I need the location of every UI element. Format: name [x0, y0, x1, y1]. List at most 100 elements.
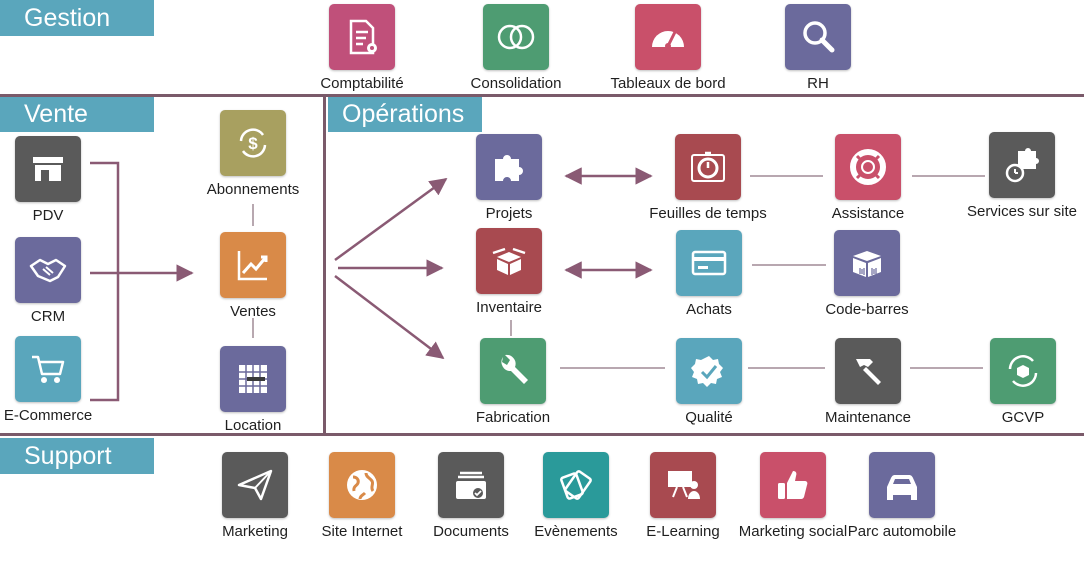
app-location[interactable]: Location: [178, 346, 328, 434]
app-label: Site Internet: [321, 523, 403, 540]
magnifier-icon: [803, 21, 835, 53]
lifebuoy-icon: [850, 149, 886, 185]
app-tile: [785, 4, 851, 70]
app-fabrication[interactable]: Fabrication: [438, 338, 588, 426]
arrow-ventes-fabrication: [334, 275, 445, 360]
paper-plane-icon: [237, 469, 273, 501]
app-label: Qualité: [685, 409, 733, 426]
hammer-icon: [856, 359, 881, 385]
overlapping-circles-icon: [497, 24, 535, 50]
app-label: Tableaux de bord: [610, 75, 726, 92]
app-tile: [15, 136, 81, 202]
app-label: Consolidation: [470, 75, 562, 92]
arrow-ventes-projets: [334, 177, 448, 262]
app-tile: [438, 452, 504, 518]
app-feuilles-de-temps[interactable]: Feuilles de temps: [633, 134, 783, 222]
puzzle-clock-icon: [1005, 148, 1039, 183]
app-label: Code-barres: [825, 301, 909, 318]
tickets-icon: [560, 470, 592, 500]
shop-icon: [33, 157, 63, 181]
car-icon: [887, 475, 917, 500]
app-tile: [834, 230, 900, 296]
app-consolidation[interactable]: Consolidation: [441, 4, 591, 92]
app-abonnements[interactable]: $ Abonnements: [178, 110, 328, 198]
document-tray-icon: [456, 471, 486, 499]
app-tile: [543, 452, 609, 518]
app-tile: [480, 338, 546, 404]
puzzle-icon: [495, 155, 523, 181]
app-tile: [760, 452, 826, 518]
app-tile: [222, 452, 288, 518]
app-label: Location: [224, 417, 282, 434]
invoice-gear-icon: [349, 19, 377, 55]
app-documents[interactable]: Documents: [396, 452, 546, 540]
app-evenements[interactable]: Evènements: [501, 452, 651, 540]
svg-text:$: $: [248, 134, 258, 153]
app-label: E-Learning: [646, 523, 720, 540]
globe-icon: [347, 470, 377, 500]
app-label: Inventaire: [476, 299, 542, 316]
gauge-icon: [652, 31, 684, 49]
app-marketing-social[interactable]: Marketing social: [718, 452, 868, 540]
app-projets[interactable]: Projets: [434, 134, 584, 222]
app-assistance[interactable]: Assistance: [793, 134, 943, 222]
app-gcvp[interactable]: GCVP: [948, 338, 1084, 426]
section-operations: Opérations: [328, 96, 482, 132]
app-label: Abonnements: [206, 181, 300, 198]
app-site-internet[interactable]: Site Internet: [287, 452, 437, 540]
app-label: Feuilles de temps: [649, 205, 767, 222]
app-label: Achats: [686, 301, 732, 318]
app-ventes[interactable]: Ventes: [178, 232, 328, 320]
app-tableaux-de-bord[interactable]: Tableaux de bord: [593, 4, 743, 92]
app-code-barres[interactable]: Code-barres: [792, 230, 942, 318]
credit-card-icon: [691, 250, 727, 276]
app-label: E-Commerce: [3, 407, 93, 424]
app-tile: [835, 134, 901, 200]
app-maintenance[interactable]: Maintenance: [793, 338, 943, 426]
cart-icon: [32, 355, 65, 383]
app-label: Marketing: [222, 523, 288, 540]
app-achats[interactable]: Achats: [634, 230, 784, 318]
barcode-box-icon: [853, 251, 881, 277]
app-tile: $: [220, 110, 286, 176]
app-marketing[interactable]: Marketing: [180, 452, 330, 540]
wrench-icon: [501, 354, 528, 384]
divider-vente-operations: [323, 94, 326, 436]
app-label: Services sur site: [966, 203, 1078, 220]
app-label: Assistance: [831, 205, 905, 222]
thumbs-up-icon: [778, 471, 808, 499]
app-tile: [220, 232, 286, 298]
app-comptabilite[interactable]: Comptabilité: [287, 4, 437, 92]
app-pdv[interactable]: PDV: [0, 136, 123, 224]
app-label: Marketing social: [738, 523, 848, 540]
app-tile: [329, 4, 395, 70]
app-label: PDV: [32, 207, 64, 224]
app-label: Documents: [433, 523, 509, 540]
app-qualite[interactable]: Qualité: [634, 338, 784, 426]
app-parc-automobile[interactable]: Parc automobile: [827, 452, 977, 540]
app-services-sur-site[interactable]: Services sur site: [947, 132, 1084, 220]
app-tile: [483, 4, 549, 70]
app-e-learning[interactable]: E-Learning: [608, 452, 758, 540]
open-box-icon: [492, 247, 526, 275]
app-tile: [835, 338, 901, 404]
app-tile: [329, 452, 395, 518]
cycle-box-icon: [1008, 355, 1038, 387]
app-tile: [650, 452, 716, 518]
handshake-icon: [29, 258, 67, 283]
app-label: CRM: [30, 308, 66, 325]
app-label: Evènements: [534, 523, 618, 540]
app-ecommerce[interactable]: E-Commerce: [0, 336, 123, 424]
app-inventaire[interactable]: Inventaire: [434, 228, 584, 316]
app-label: Fabrication: [475, 409, 551, 426]
app-rh[interactable]: RH: [743, 4, 893, 92]
app-crm[interactable]: CRM: [0, 237, 123, 325]
section-vente: Vente: [0, 96, 154, 132]
app-label: GCVP: [1001, 409, 1045, 426]
app-label: Parc automobile: [847, 523, 957, 540]
divider-gestion: [0, 94, 1084, 97]
app-label: Ventes: [230, 303, 276, 320]
app-tile: [15, 237, 81, 303]
app-tile: [635, 4, 701, 70]
